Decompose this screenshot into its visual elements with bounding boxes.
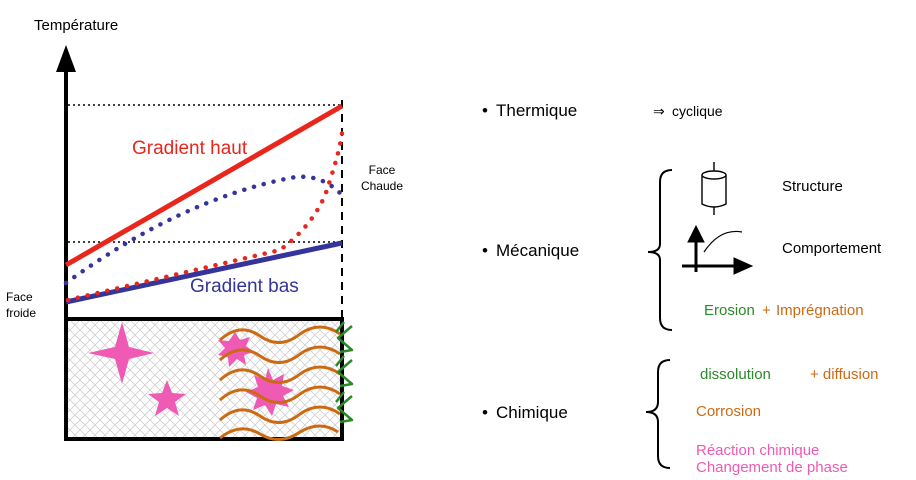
star-small-icon [148, 380, 186, 416]
brace-chimique [645, 359, 671, 469]
erosion-plus: + [762, 302, 771, 319]
face-froide-label: Face froide [6, 289, 36, 321]
face-froide-line2: froide [6, 306, 37, 320]
axis-arrowhead-icon [56, 45, 76, 72]
mecanique-label: Mécanique [496, 241, 580, 260]
red-dotted-curve [65, 130, 345, 303]
face-chaude-line1: Face [368, 163, 396, 177]
gradient-high-label: Gradient haut [132, 138, 248, 159]
face-chaude-label: Face Chaude [352, 162, 412, 194]
structure-cylinder-icon [701, 162, 727, 215]
bullet-mecanique: • [482, 241, 488, 260]
temperature-axis [56, 45, 76, 318]
diffusion-waves [218, 325, 341, 441]
corrosion-label: Corrosion [696, 403, 762, 420]
changement-label: Changement de phase [696, 459, 848, 476]
bullet-thermique: • [482, 101, 488, 120]
behavior-graph-icon [682, 224, 754, 275]
star-large-icon [88, 322, 154, 384]
implies-arrow-icon: ⇒ [653, 103, 665, 119]
bullet-chimique: • [482, 403, 488, 422]
brace-mecanique [647, 169, 673, 331]
structure-label: Structure [782, 178, 843, 195]
comportement-label: Comportement [782, 240, 882, 257]
cyclique-label: cyclique [672, 103, 723, 119]
impregnation-label: Imprégnation [776, 302, 864, 319]
reaction-label: Réaction chimique [696, 442, 820, 459]
burst-lower-icon [246, 368, 294, 416]
gradient-low-line [65, 240, 343, 305]
dissolution-label: dissolution [700, 366, 771, 383]
chimique-label: Chimique [496, 403, 568, 422]
gradient-high-line [64, 103, 344, 268]
erosion-arrows-icon [335, 321, 354, 424]
gradient-low-label: Gradient bas [190, 276, 299, 297]
face-chaude-line2: Chaude [360, 179, 404, 193]
diffusion-label: + diffusion [810, 366, 879, 383]
y-axis-label: Température [34, 17, 119, 34]
thermique-label: Thermique [496, 101, 578, 120]
material-block [64, 317, 344, 441]
face-froide-line1: Face [6, 290, 33, 304]
erosion-label: Erosion [704, 302, 755, 319]
blue-dotted-curve [63, 174, 345, 286]
